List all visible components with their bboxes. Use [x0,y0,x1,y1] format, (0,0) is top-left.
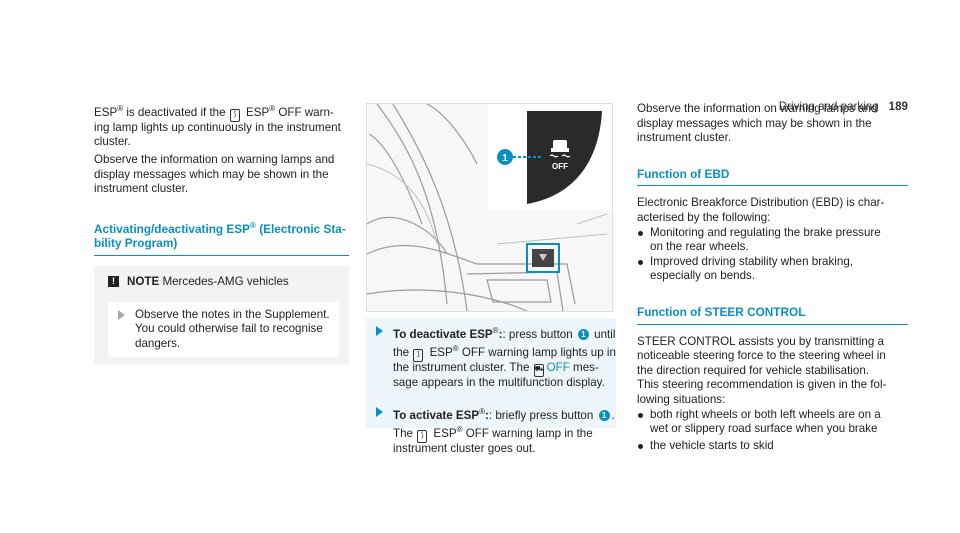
callout-badge: 1 [577,329,589,341]
step-activate: To activate ESP®:: briefly press button … [376,405,620,457]
off-label: OFF [552,162,568,171]
list-item: the vehicle starts to skid [637,439,908,454]
page-header: Driving and parking 189 [779,100,908,115]
callout-badge: 1 [598,410,610,422]
list-item: Improved driving stability when braking,… [637,255,908,284]
section-heading-esp: Activating/deactivating ESP® (Electronic… [94,219,349,256]
steer-paragraph: STEER CONTROL assists you by transmittin… [637,334,887,406]
note-step: Observe the notes in the Supplement. You… [108,301,339,358]
list-item: Monitoring and regulating the brake pres… [637,226,908,255]
page-number: 189 [888,100,908,113]
ebd-list: Monitoring and regulating the brake pres… [637,226,908,284]
note-title: !NOTE Mercedes-AMG vehicles [108,275,339,290]
figure-esp-button: OFF 1 [366,103,613,312]
steps-list: To deactivate ESP®:: press button 1 unti… [376,324,620,457]
section-heading-steer: Function of STEER CONTROL [637,305,908,325]
intro-paragraph: ESP® is deactivated if the ⟆ ESP® OFF wa… [94,104,341,149]
list-item: both right wheels or both left wheels ar… [637,408,908,437]
observe-paragraph: Observe the information on warning lamps… [94,153,335,196]
warning-icon: ! [108,276,119,288]
steps-background [366,318,616,428]
step-arrow-icon [376,326,383,336]
figure-callout: 1 [502,153,508,164]
steer-list: both right wheels or both left wheels ar… [637,408,908,454]
ebd-paragraph: Electronic Breakforce Distribution (EBD)… [637,196,885,224]
observe-paragraph-right: Observe the information on warning lamps… [637,102,878,145]
step-arrow-icon [376,406,383,417]
column-left: ESP® is deactivated if the ⟆ ESP® OFF wa… [94,102,349,366]
section-heading-ebd: Function of EBD [637,167,908,187]
column-right: Observe the information on warning lamps… [637,102,908,453]
section-title: Driving and parking [778,100,879,113]
console-illustration: OFF 1 [367,104,612,311]
step-arrow-icon [118,309,125,320]
note-box: !NOTE Mercedes-AMG vehicles Observe the … [94,265,349,366]
step-deactivate: To deactivate ESP®:: press button 1 unti… [376,324,620,391]
